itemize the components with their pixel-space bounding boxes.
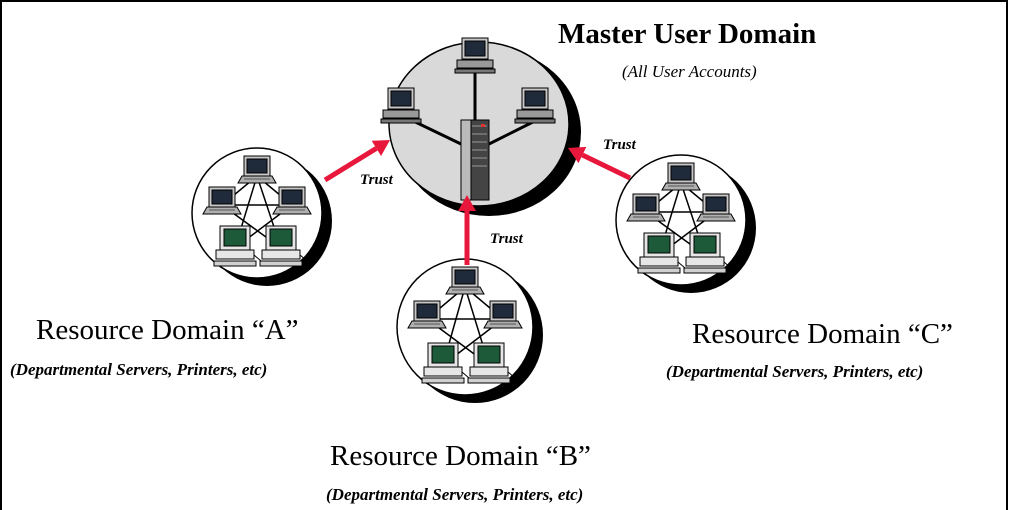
server-icon-side — [460, 119, 472, 201]
trust-label-b: Trust — [490, 231, 523, 247]
laptop-icon — [661, 162, 701, 191]
resource-domain-b-name: Resource Domain “B” — [330, 440, 591, 472]
laptop-icon — [445, 266, 485, 295]
master-domain-subtitle: (All User Accounts) — [622, 62, 757, 81]
laptop-icon — [272, 186, 312, 215]
resource-domain-a-cluster — [191, 147, 332, 286]
server-led — [481, 124, 485, 127]
laptop-icon — [407, 300, 447, 329]
master-domain-title: Master User Domain — [558, 18, 817, 50]
trust-label-a: Trust — [360, 172, 393, 188]
trust-arrow-b-head — [458, 195, 476, 211]
laptop-icon — [696, 193, 736, 222]
trust-arrow-a — [323, 146, 378, 183]
master-domain-cluster — [380, 37, 581, 216]
trust-arrow-c-head — [568, 146, 587, 164]
trust-arrow-c — [581, 152, 632, 181]
laptop-icon — [483, 300, 523, 329]
resource-domain-c-cluster — [615, 154, 756, 293]
resource-domain-a-subtitle: (Departmental Servers, Printers, etc) — [10, 360, 268, 379]
laptop-icon — [202, 186, 242, 215]
laptop-icon — [626, 193, 666, 222]
resource-domain-c-name: Resource Domain “C” — [692, 318, 953, 350]
trust-label-c: Trust — [603, 137, 636, 153]
resource-domain-c-subtitle: (Departmental Servers, Printers, etc) — [666, 362, 924, 381]
laptop-icon — [237, 155, 277, 184]
resource-domain-a-name: Resource Domain “A” — [36, 314, 299, 346]
resource-domain-b-cluster — [396, 258, 543, 403]
resource-domain-b-subtitle: (Departmental Servers, Printers, etc) — [326, 485, 584, 504]
trust-arrow-a-head — [371, 140, 390, 157]
